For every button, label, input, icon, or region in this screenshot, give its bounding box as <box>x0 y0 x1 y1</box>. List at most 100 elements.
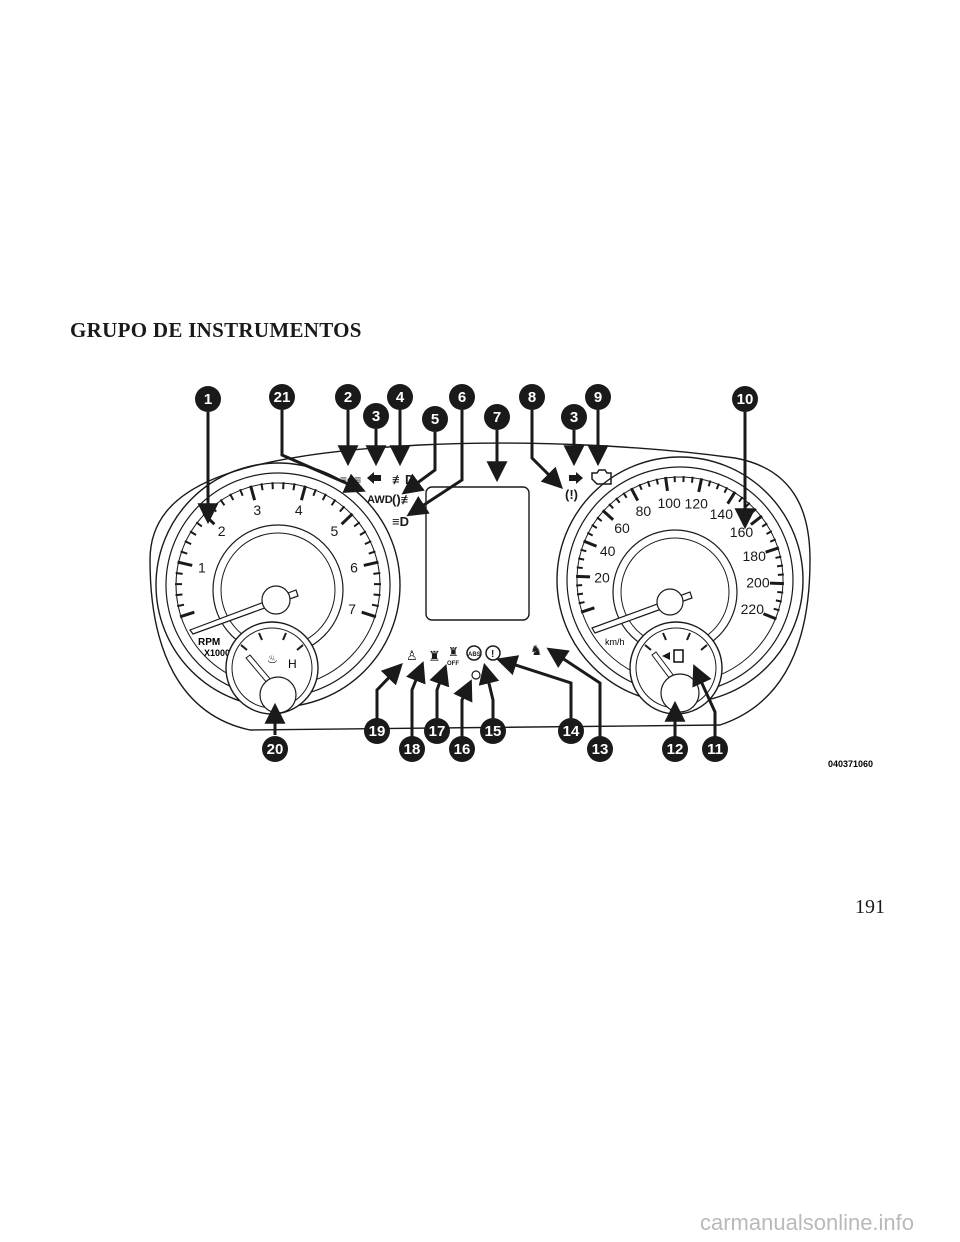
tachometer-tick <box>175 593 183 597</box>
tachometer-tick <box>339 505 346 513</box>
check-engine-icon <box>591 469 612 485</box>
speedometer-tick <box>608 503 614 510</box>
tachometer-tick <box>176 603 185 608</box>
speedometer-tick <box>773 607 780 612</box>
tachometer-tick <box>177 560 193 567</box>
abs-icon: ABS <box>466 645 482 661</box>
speedometer-tick <box>601 509 615 521</box>
svg-text:14: 14 <box>563 723 580 740</box>
speedometer-number: 80 <box>636 503 652 519</box>
tachometer-tick <box>299 485 307 501</box>
speedometer-number: 100 <box>657 495 681 511</box>
svg-text:ABS: ABS <box>468 652 481 658</box>
tachometer-number: 5 <box>330 523 338 539</box>
rear-fog-light-icon: ()≢ <box>392 492 414 507</box>
svg-text:17: 17 <box>429 723 446 740</box>
svg-text:13: 13 <box>592 741 609 758</box>
callout-21: 21 <box>269 384 295 410</box>
speedometer-number: 140 <box>710 506 734 522</box>
tachometer-tick <box>359 530 367 536</box>
speedometer-tick <box>766 530 773 535</box>
tachometer-needle <box>189 585 299 635</box>
watermark: carmanualsonline.info <box>700 1210 915 1235</box>
speedometer-tick <box>776 564 784 568</box>
svg-text:4: 4 <box>396 389 405 406</box>
speedometer-number: 220 <box>741 601 765 617</box>
coolant-temp-icon: ♨ <box>267 652 278 666</box>
temp-high-label: H <box>288 657 297 671</box>
tachometer-number: 1 <box>198 560 206 576</box>
svg-text:21: 21 <box>274 389 291 406</box>
svg-text:18: 18 <box>404 741 421 758</box>
speedometer-tick <box>578 601 585 605</box>
tachometer-tick <box>353 521 361 528</box>
callout-13: 13 <box>587 736 613 762</box>
svg-text:7: 7 <box>493 409 501 426</box>
speedometer-number: 160 <box>730 524 754 540</box>
tachometer-tick <box>260 483 264 491</box>
esc-off-label: OFF <box>447 661 459 667</box>
kmh-label: km/h <box>605 637 625 647</box>
svg-text:16: 16 <box>454 741 471 758</box>
callout-20: 20 <box>262 736 288 762</box>
tachometer-tick <box>321 493 327 501</box>
speedometer-tick <box>638 483 643 491</box>
tachometer-tick <box>361 610 377 619</box>
tachometer-tick <box>239 488 244 497</box>
callout-lines <box>197 410 756 743</box>
speedometer-tick <box>615 497 621 504</box>
speedometer-number: 180 <box>743 548 767 564</box>
svg-text:2: 2 <box>344 389 352 406</box>
speedometer-tick <box>596 516 603 522</box>
tachometer-tick <box>184 540 192 546</box>
speedometer-tick <box>580 548 587 553</box>
tachometer-tick <box>189 530 197 536</box>
speedometer-tick <box>707 480 712 487</box>
tachometer-tick <box>292 483 296 491</box>
tire-pressure-icon: (!) <box>565 487 578 502</box>
tachometer-number: 2 <box>218 523 226 539</box>
speedometer-tick <box>622 492 628 499</box>
speedometer-tick <box>726 491 737 505</box>
speedometer-tick <box>591 524 598 529</box>
callout-4: 4 <box>387 384 413 410</box>
svg-text:()≢: ()≢ <box>392 492 414 507</box>
callout-18: 18 <box>399 736 425 762</box>
tachometer-tick <box>210 505 217 513</box>
speedometer-number: 20 <box>594 569 610 585</box>
tachometer-scale <box>174 482 382 619</box>
tachometer-tick <box>180 550 188 555</box>
tachometer-tick <box>364 540 372 546</box>
speedometer-tick <box>750 508 757 514</box>
tachometer-tick <box>340 512 354 526</box>
esc-activation-icon: ♜ <box>428 648 441 664</box>
svg-text:8: 8 <box>528 389 536 406</box>
callout-12: 12 <box>662 736 688 762</box>
callout-9: 9 <box>585 384 611 410</box>
speedometer-tick <box>765 546 780 554</box>
callout-3: 3 <box>561 404 587 430</box>
speedometer-tick <box>576 566 583 570</box>
section-title: GRUPO DE INSTRUMENTOS <box>70 318 362 342</box>
tachometer-tick <box>219 498 226 506</box>
page-number: 191 <box>855 896 885 918</box>
speedometer-tick <box>664 476 669 492</box>
speedometer-tick <box>762 612 777 621</box>
speedometer-tick <box>646 480 651 488</box>
svg-text:5: 5 <box>431 411 439 428</box>
speedometer-tick <box>777 590 784 594</box>
tachometer-tick <box>229 493 235 501</box>
x1000-label: X1000 <box>204 648 230 658</box>
tachometer-tick <box>175 572 183 575</box>
speedometer-tick <box>655 478 659 485</box>
callout-2: 2 <box>335 384 361 410</box>
speedometer-tick <box>723 486 729 494</box>
callout-17: 17 <box>424 718 450 744</box>
callout-16: 16 <box>449 736 475 762</box>
speedometer-number: 120 <box>685 496 709 512</box>
svg-text:12: 12 <box>667 741 684 758</box>
speedometer-tick <box>775 555 782 559</box>
